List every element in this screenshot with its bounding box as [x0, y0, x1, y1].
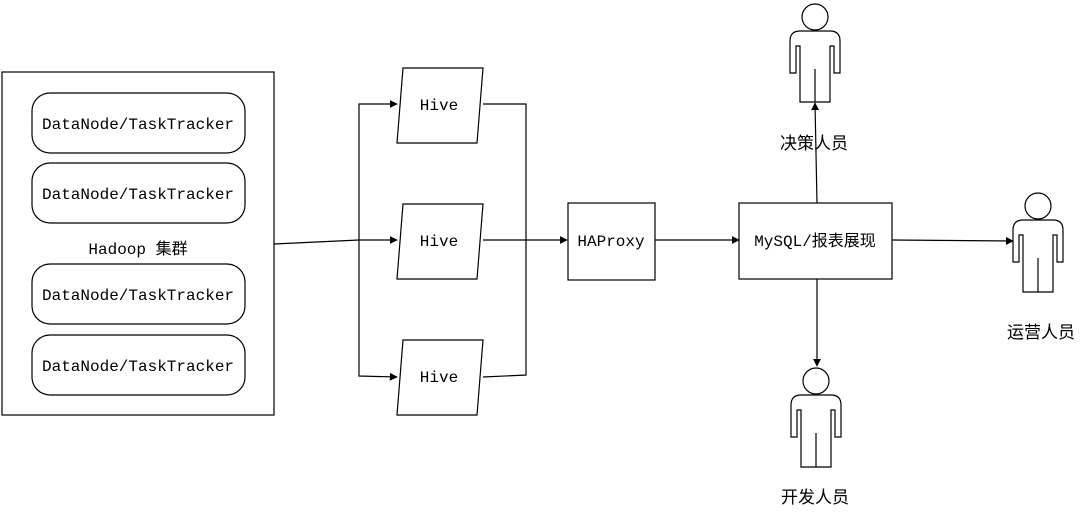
- operations-label: 运营人员: [1007, 323, 1075, 343]
- edge-cluster-to-hive: [273, 239, 360, 245]
- edges: [273, 100, 1014, 381]
- edge-hive-1-out: [483, 103, 527, 240]
- hive-node-3: Hive: [396, 339, 484, 416]
- datanode-4-label: DataNode/TaskTracker: [42, 358, 234, 376]
- datanode-2: DataNode/TaskTracker: [31, 162, 246, 224]
- datanode-2-label: DataNode/TaskTracker: [42, 186, 234, 204]
- datanode-4: DataNode/TaskTracker: [31, 334, 246, 396]
- edge-to-hive-1: [358, 100, 398, 240]
- developer-actor: [790, 367, 842, 468]
- developer-label: 开发人员: [781, 488, 849, 508]
- hive-node-3-label: Hive: [420, 369, 458, 387]
- datanode-1-label: DataNode/TaskTracker: [42, 116, 234, 134]
- edge-mysql-to-operations: [891, 236, 1014, 245]
- hive-node-1-label: Hive: [420, 97, 458, 115]
- decision-maker-actor: [789, 3, 841, 103]
- mysql-report-label: MySQL/报表展现: [754, 232, 876, 251]
- hive-node-1: Hive: [396, 67, 484, 144]
- haproxy-label: HAProxy: [577, 233, 645, 251]
- edge-to-hive-3: [358, 240, 398, 381]
- datanode-1: DataNode/TaskTracker: [31, 92, 246, 154]
- edge-hive-3-out: [482, 240, 527, 378]
- mysql-report-node: MySQL/报表展现: [738, 202, 893, 280]
- person-icon: [790, 367, 842, 468]
- hadoop-cluster: DataNode/TaskTracker DataNode/TaskTracke…: [1, 71, 275, 416]
- edge-mysql-to-decision: [811, 102, 820, 204]
- hive-node-2: Hive: [396, 203, 484, 280]
- hadoop-cluster-label: Hadoop 集群: [88, 240, 187, 259]
- decision-maker-label: 决策人员: [780, 134, 848, 154]
- person-icon: [1012, 192, 1064, 293]
- operations-actor: [1012, 192, 1064, 293]
- datanode-3: DataNode/TaskTracker: [31, 263, 246, 325]
- haproxy-node: HAProxy: [567, 202, 656, 281]
- hive-node-2-label: Hive: [420, 233, 458, 251]
- person-icon: [789, 3, 841, 103]
- datanode-3-label: DataNode/TaskTracker: [42, 287, 234, 305]
